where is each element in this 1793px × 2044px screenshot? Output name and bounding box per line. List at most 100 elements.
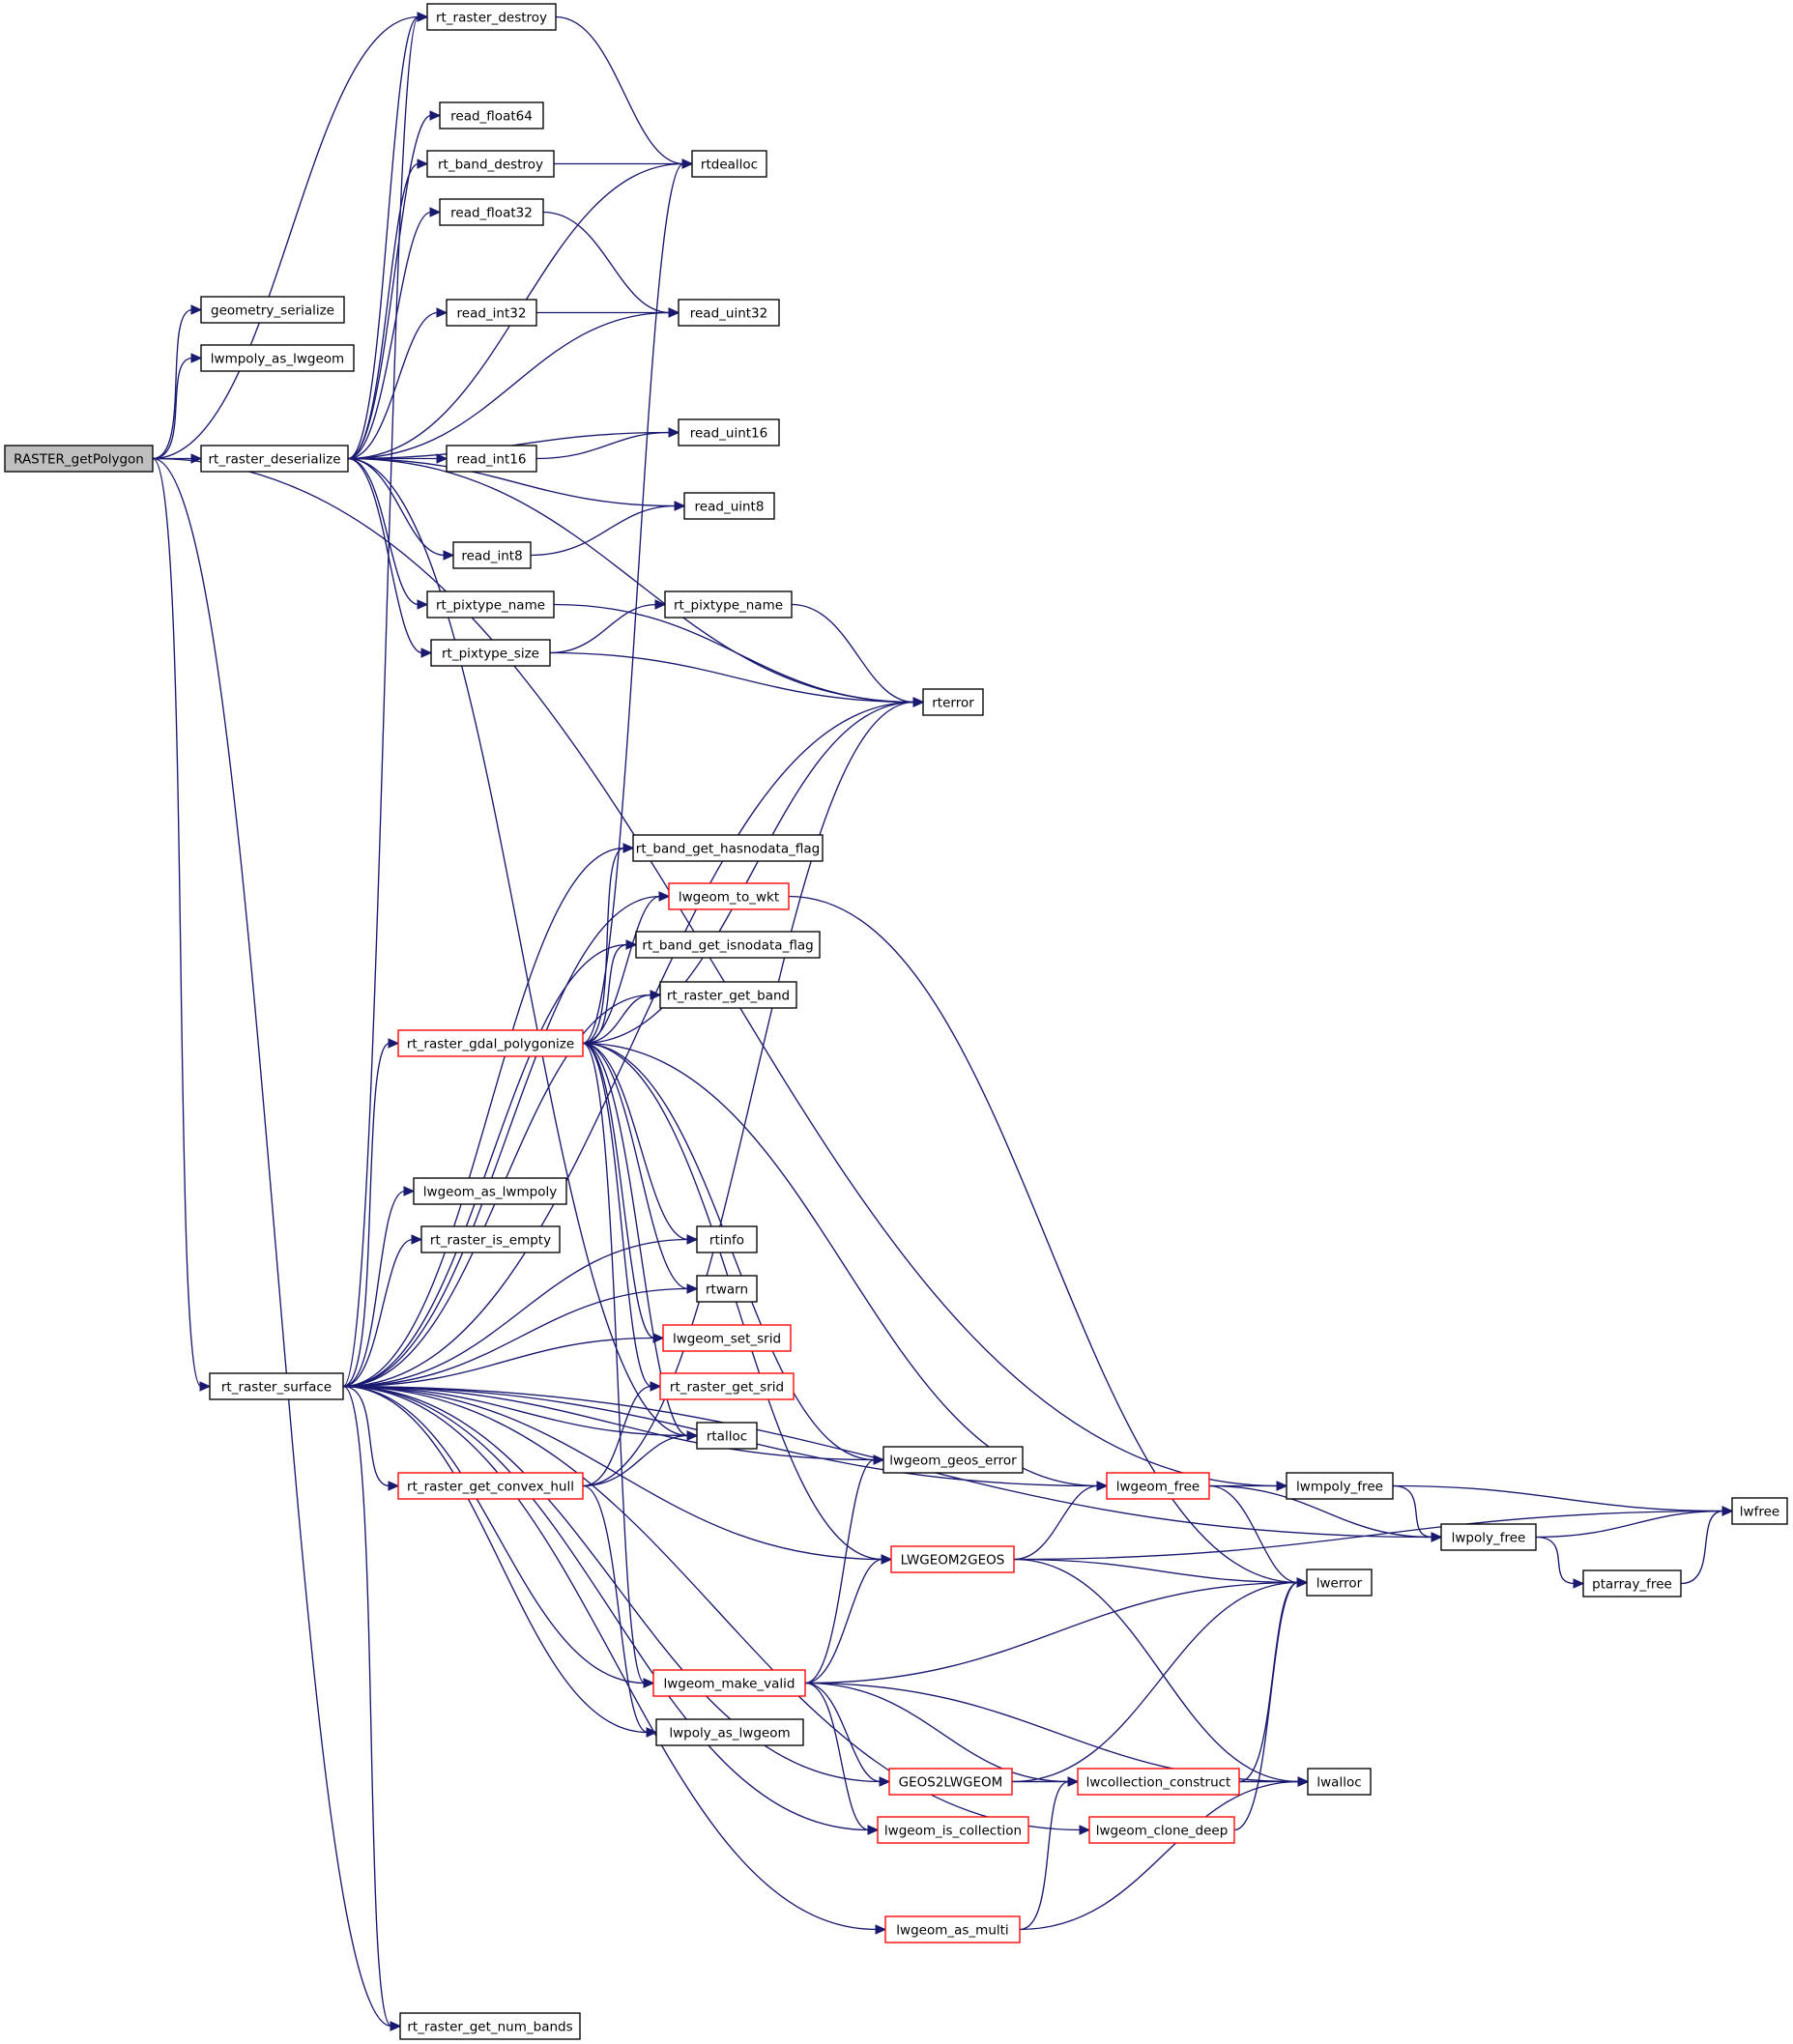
node-box xyxy=(888,1768,1013,1796)
node-read-int8[interactable]: read_int8 xyxy=(452,541,532,569)
node-rt-band-destroy[interactable]: rt_band_destroy xyxy=(426,150,555,178)
arrow-head-icon xyxy=(912,697,925,707)
node-rt-pixtype-name-1[interactable]: rt_pixtype_name xyxy=(426,590,555,619)
node-label: lwmpoly_as_lwgeom xyxy=(211,352,344,367)
node-rt-pixtype-size[interactable]: rt_pixtype_size xyxy=(430,639,551,667)
edge-line xyxy=(152,457,392,2028)
node-read-int16[interactable]: read_int16 xyxy=(446,445,537,473)
node-lwalloc[interactable]: lwalloc xyxy=(1307,1768,1372,1796)
edge-line xyxy=(347,457,423,654)
node-lwgeom-geos-error[interactable]: lwgeom_geos_error xyxy=(882,1446,1024,1474)
node-label: rtwarn xyxy=(706,1282,748,1298)
node-rterror[interactable]: rterror xyxy=(922,688,984,716)
node-rtdealloc[interactable]: rtdealloc xyxy=(691,150,767,178)
edge-read-float32-to-read-uint32 xyxy=(542,211,680,318)
arrow-head-icon xyxy=(686,1234,699,1245)
edge-rt-raster-destroy-to-rtdealloc xyxy=(555,15,694,169)
edge-line xyxy=(342,15,419,1388)
node-geometry-serialize[interactable]: geometry_serialize xyxy=(200,296,345,324)
node-lwgeom-free[interactable]: lwgeom_free xyxy=(1106,1472,1210,1500)
node-lwfree[interactable]: lwfree xyxy=(1731,1497,1788,1525)
edge-line xyxy=(342,1385,876,1461)
edge-line xyxy=(1233,1581,1299,1831)
node-lwgeom-to-wkt[interactable]: lwgeom_to_wkt xyxy=(668,882,790,910)
arrow-head-icon xyxy=(674,501,686,511)
node-read-int32[interactable]: read_int32 xyxy=(446,299,537,327)
node-rt-raster-surface[interactable]: rt_raster_surface xyxy=(209,1372,344,1400)
edge-rt-raster-deserialize-to-rt-pixtype-name-1 xyxy=(347,457,429,610)
node-read-float32[interactable]: read_float32 xyxy=(439,198,544,226)
node-read-uint16[interactable]: read_uint16 xyxy=(678,418,780,446)
node-lwgeom-set-srid[interactable]: lwgeom_set_srid xyxy=(662,1324,792,1352)
node-lwgeom-clone-deep[interactable]: lwgeom_clone_deep xyxy=(1088,1816,1235,1844)
node-rt-band-get-hasnodata-flag[interactable]: rt_band_get_hasnodata_flag xyxy=(632,834,824,862)
edge-line xyxy=(342,1385,1082,1831)
edge-rt-raster-surface-to-rt-raster-get-convex-hull xyxy=(342,1385,400,1491)
node-lwgeom-is-collection[interactable]: lwgeom_is_collection xyxy=(877,1816,1029,1844)
arrow-head-icon xyxy=(1067,1776,1080,1787)
edge-line xyxy=(342,847,625,1388)
edge-line xyxy=(788,895,1299,1584)
node-box xyxy=(659,981,797,1009)
node-rt-raster-is-empty[interactable]: rt_raster_is_empty xyxy=(420,1225,561,1253)
edge-line xyxy=(1013,1558,1300,1783)
node-box xyxy=(426,590,555,619)
node-raster-getpolygon[interactable]: RASTER_getPolygon xyxy=(4,445,154,473)
edge-line xyxy=(804,1682,870,1831)
node-label: lwfree xyxy=(1740,1505,1779,1520)
node-rt-raster-get-convex-hull[interactable]: rt_raster_get_convex_hull xyxy=(397,1472,584,1500)
node-ptarray-free[interactable]: ptarray_free xyxy=(1582,1569,1682,1598)
node-rtinfo[interactable]: rtinfo xyxy=(696,1225,758,1253)
node-label: lwgeom_to_wkt xyxy=(679,890,779,906)
edge-line xyxy=(1680,1510,1724,1585)
node-label: rterror xyxy=(932,696,974,711)
node-lwgeom2geos[interactable]: LWGEOM2GEOS xyxy=(890,1545,1015,1573)
node-box xyxy=(200,296,345,324)
edge-rt-raster-surface-to-lwgeom-as-lwmpoly xyxy=(342,1186,416,1388)
node-rt-raster-get-srid[interactable]: rt_raster_get_srid xyxy=(659,1372,795,1400)
node-label: lwgeom_geos_error xyxy=(889,1454,1017,1469)
node-rt-raster-get-band[interactable]: rt_raster_get_band xyxy=(659,981,797,1009)
node-label: lwgeom_free xyxy=(1116,1480,1200,1495)
node-read-uint8[interactable]: read_uint8 xyxy=(683,492,775,520)
node-read-uint32[interactable]: read_uint32 xyxy=(678,299,780,327)
edge-lwgeom-make-valid-to-lwerror xyxy=(804,1577,1309,1684)
edge-rt-raster-surface-to-rt-raster-get-num-bands xyxy=(342,1385,402,2031)
arrow-head-icon xyxy=(403,1186,416,1196)
node-rt-pixtype-name-2[interactable]: rt_pixtype_name xyxy=(664,590,793,619)
edge-line xyxy=(347,15,419,460)
node-rtwarn[interactable]: rtwarn xyxy=(696,1275,758,1303)
node-rt-band-get-isnodata-flag[interactable]: rt_band_get_isnodata_flag xyxy=(635,931,821,959)
edge-rt-pixtype-name-2-to-rterror xyxy=(791,603,925,707)
edge-line xyxy=(342,1385,689,1437)
node-rtalloc[interactable]: rtalloc xyxy=(696,1422,758,1450)
edge-lwgeom-make-valid-to-lwgeom-geos-error xyxy=(804,1454,885,1684)
node-lwgeom-make-valid[interactable]: lwgeom_make_valid xyxy=(652,1669,806,1697)
node-box xyxy=(1306,1569,1373,1597)
edge-rt-raster-surface-to-rtwarn xyxy=(342,1283,699,1388)
node-lwgeom-as-multi[interactable]: lwgeom_as_multi xyxy=(884,1915,1021,1943)
edge-line xyxy=(582,847,625,1045)
node-rt-raster-get-num-bands[interactable]: rt_raster_get_num_bands xyxy=(399,2012,581,2040)
node-read-float64[interactable]: read_float64 xyxy=(439,101,544,130)
node-lwpoly-as-lwgeom[interactable]: lwpoly_as_lwgeom xyxy=(655,1718,804,1746)
node-lwcollection-construct[interactable]: lwcollection_construct xyxy=(1077,1768,1240,1796)
node-lwpoly-free[interactable]: lwpoly_free xyxy=(1440,1523,1537,1551)
node-lwgeom-as-lwmpoly[interactable]: lwgeom_as_lwmpoly xyxy=(413,1177,567,1205)
edge-lwgeom2geos-to-lwgeom-free xyxy=(1013,1481,1109,1561)
node-label: lwgeom_as_multi xyxy=(896,1923,1008,1939)
node-lwmpoly-free[interactable]: lwmpoly_free xyxy=(1286,1472,1394,1500)
arrow-head-icon xyxy=(867,1825,880,1835)
node-rt-raster-deserialize[interactable]: rt_raster_deserialize xyxy=(200,445,349,473)
edge-lwgeom-make-valid-to-lwgeom2geos xyxy=(804,1554,893,1684)
node-lwmpoly-as-lwgeom[interactable]: lwmpoly_as_lwgeom xyxy=(200,344,355,372)
node-box xyxy=(397,1029,584,1057)
edge-rt-raster-gdal-polygonize-to-lwgeom-make-valid xyxy=(582,1042,655,1688)
node-label: lwcollection_construct xyxy=(1086,1775,1231,1791)
node-rt-raster-destroy[interactable]: rt_raster_destroy xyxy=(426,3,557,31)
node-lwerror[interactable]: lwerror xyxy=(1306,1569,1373,1597)
edge-line xyxy=(1208,1484,1433,1539)
node-geos2lwgeom[interactable]: GEOS2LWGEOM xyxy=(888,1768,1013,1796)
node-rt-raster-gdal-polygonize[interactable]: rt_raster_gdal_polygonize xyxy=(397,1029,584,1057)
node-label: lwgeom_make_valid xyxy=(664,1677,795,1692)
